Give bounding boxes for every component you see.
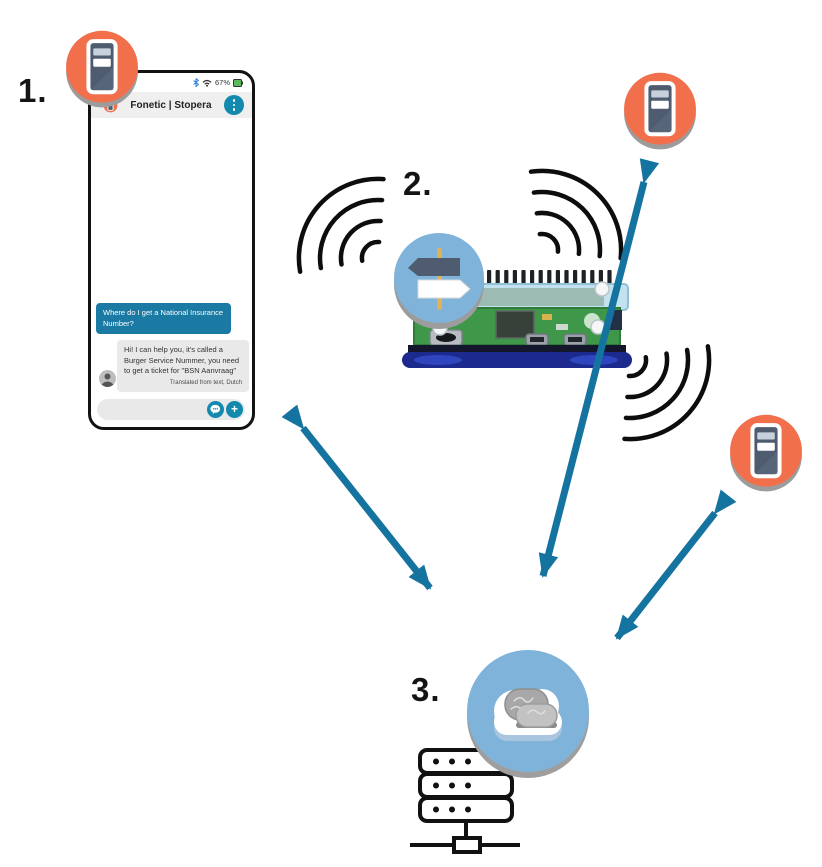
received-message-text: Hi! I can help you, it's called a Burger… [124, 345, 240, 375]
ticket-machine-icon [62, 26, 142, 109]
phone-frame: 67% Fonetic | Stopera Where do I get a N… [88, 70, 255, 430]
wifi-signal-icon [528, 168, 624, 261]
battery-icon [233, 78, 243, 87]
network-line [410, 821, 520, 847]
signpost-icon [391, 232, 487, 332]
wifi-status-icon [202, 79, 212, 87]
user-avatar [99, 370, 116, 387]
step-label-phone: 1. [18, 72, 48, 109]
message-input[interactable]: + [97, 399, 245, 420]
plus-icon: + [230, 402, 238, 416]
battery-percent: 67% [214, 78, 230, 87]
voice-message-button[interactable] [207, 401, 224, 418]
more-options-icon [232, 99, 236, 102]
speech-bubble-icon [210, 404, 221, 415]
ticket-machine-icon [726, 410, 806, 493]
ticket-machine-icon [620, 68, 700, 151]
app-title: Fonetic | Stopera [130, 99, 212, 111]
step-label-gateway: 2. [403, 165, 433, 202]
cloud-brain-icon [464, 649, 592, 781]
bluetooth-icon [193, 78, 199, 87]
sent-message-bubble: Where do I get a National Insurance Numb… [96, 303, 231, 334]
translation-note: Translated from text, Dutch [169, 379, 242, 386]
add-button[interactable]: + [226, 401, 243, 418]
received-message-bubble: Hi! I can help you, it's called a Burger… [117, 340, 249, 392]
menu-button[interactable] [224, 95, 244, 115]
status-bar: 67% [193, 78, 243, 87]
step-label-cloud: 3. [411, 671, 441, 708]
wifi-signal-icon [622, 344, 712, 442]
